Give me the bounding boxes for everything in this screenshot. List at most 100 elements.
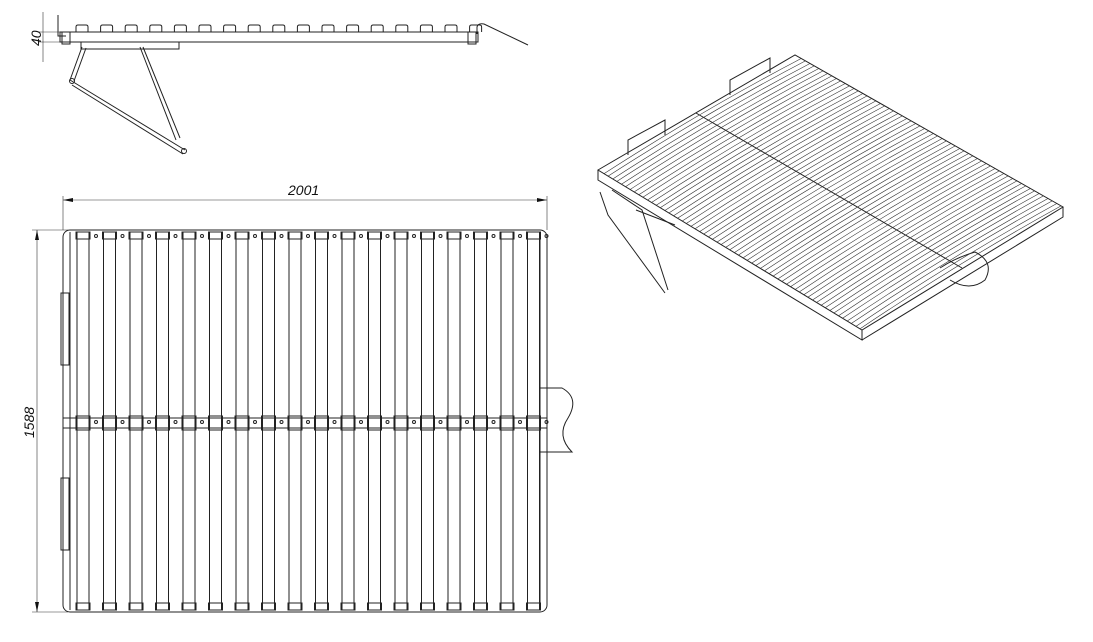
slat-holder: [526, 415, 541, 431]
slat: [209, 231, 222, 611]
slat-cap: [198, 24, 212, 32]
slat: [76, 231, 90, 611]
slat-holder: [473, 231, 488, 240]
rivet: [94, 420, 98, 424]
slat-holder: [128, 231, 144, 240]
slat: [474, 231, 487, 611]
iso-view: [597, 54, 1064, 341]
iso-slat: [812, 178, 1017, 303]
slat: [156, 231, 169, 611]
iso-slat: [768, 153, 973, 277]
slat-holder: [446, 415, 462, 431]
rivet: [147, 234, 151, 238]
rivet: [412, 234, 416, 238]
slat-cap: [296, 24, 310, 32]
slat-holder: [393, 415, 409, 431]
rivet: [173, 420, 178, 424]
slat-holder: [261, 415, 276, 431]
rivet: [120, 234, 125, 238]
slat-holder: [234, 231, 250, 240]
rivet: [412, 420, 416, 424]
slat-cap: [444, 24, 458, 32]
slat-holder: [208, 415, 223, 431]
slat-cap: [370, 24, 384, 32]
slat-holder: [234, 415, 250, 431]
iso-slat: [794, 168, 1000, 293]
rivet: [359, 234, 363, 238]
dim-1588-label: 1588: [21, 407, 37, 438]
iso-slat: [638, 78, 841, 198]
rivet: [120, 420, 125, 424]
slat-holder: [102, 602, 117, 611]
slat-cap: [272, 24, 286, 32]
iso-center-rail: [695, 112, 963, 269]
slat: [421, 231, 434, 611]
rivet: [226, 420, 231, 424]
rivet: [438, 420, 443, 424]
lift-arm-base: [69, 79, 186, 155]
slat-holder: [261, 231, 276, 240]
slat-holder: [340, 415, 356, 431]
dim-2001-label: 2001: [287, 182, 319, 198]
slat-holder: [287, 602, 303, 611]
iso-slat: [838, 193, 1044, 319]
slat-holder: [181, 415, 197, 431]
pivot: [69, 78, 75, 84]
rivet: [253, 234, 257, 238]
slat-cap: [75, 24, 89, 32]
rivet: [94, 234, 98, 238]
iso-slat: [690, 108, 894, 230]
iso-slat: [647, 83, 850, 203]
slat-cap: [100, 24, 114, 32]
slat-holder: [526, 602, 541, 611]
rivet: [491, 234, 496, 238]
slat-cap: [321, 24, 335, 32]
slat-holder: [287, 231, 303, 240]
iso-slat: [699, 113, 903, 235]
iso-slat: [751, 143, 956, 266]
side-view: 40: [28, 12, 529, 155]
slat-holder: [155, 602, 170, 611]
iso-slat: [786, 163, 991, 287]
iso-slat: [777, 158, 982, 282]
slat-holder: [155, 231, 170, 240]
slat: [500, 231, 514, 611]
slat-holder: [473, 415, 488, 431]
slat-holder: [367, 231, 382, 240]
slat-holder: [526, 231, 541, 240]
rivet: [385, 234, 390, 238]
iso-frame-sides: [597, 170, 1064, 341]
iso-slat: [803, 173, 1009, 298]
side-frame-rail: [59, 31, 479, 43]
slat-holder: [234, 602, 250, 611]
rivet: [147, 420, 151, 424]
slat-cap: [469, 24, 483, 32]
slat-holder: [261, 602, 276, 611]
lift-arm-short: [69, 46, 87, 82]
slat-holder: [340, 231, 356, 240]
slat-holder: [75, 231, 91, 240]
rivet: [544, 234, 549, 238]
slat: [527, 231, 540, 611]
slat-holder: [128, 602, 144, 611]
slat-cap: [247, 24, 261, 32]
lift-mount-plate: [80, 41, 180, 50]
rivet: [385, 420, 390, 424]
iso-slat: [708, 118, 912, 240]
rivet: [306, 234, 310, 238]
iso-slat: [821, 183, 1026, 309]
slat-cap: [395, 24, 409, 32]
slat: [315, 231, 328, 611]
side-handle-bottom: [60, 477, 70, 551]
slat-holder: [155, 415, 170, 431]
slat: [368, 231, 381, 611]
iso-lift-mechanism: [599, 189, 676, 294]
iso-slat: [855, 203, 1061, 330]
slat: [235, 231, 249, 611]
rivet: [306, 420, 310, 424]
slat-holder: [446, 602, 462, 611]
slat-holder: [181, 231, 197, 240]
iso-slat: [664, 93, 868, 214]
iso-slat: [629, 73, 832, 193]
